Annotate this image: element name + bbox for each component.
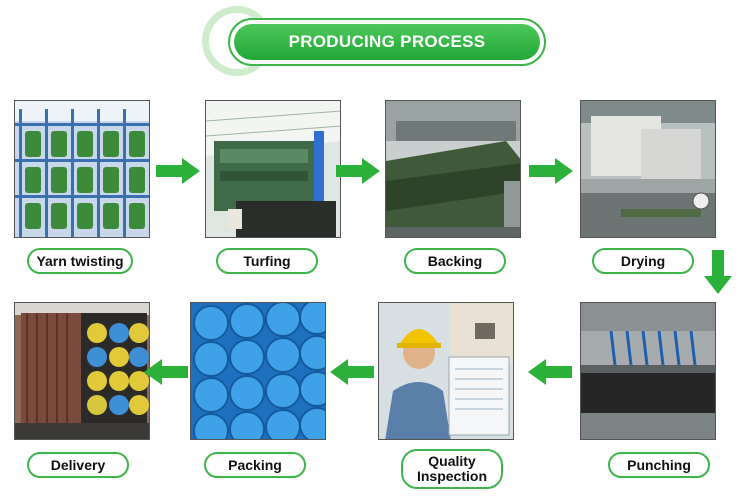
arrow-left-icon xyxy=(528,359,572,385)
label-turfing: Turfing xyxy=(216,248,318,274)
arrow-down-icon xyxy=(704,250,732,294)
photo-drying xyxy=(580,100,716,238)
label-quality-inspection: Quality Inspection xyxy=(401,449,503,489)
arrow-left-icon xyxy=(330,359,374,385)
photo-backing xyxy=(385,100,521,238)
photo-yarn-twisting xyxy=(14,100,150,238)
label-packing: Packing xyxy=(204,452,306,478)
photo-packing xyxy=(190,302,326,440)
photo-punching xyxy=(580,302,716,440)
arrow-right-icon xyxy=(336,158,380,184)
photo-quality-inspection xyxy=(378,302,514,440)
label-drying: Drying xyxy=(592,248,694,274)
title-banner: PRODUCING PROCESS xyxy=(202,4,552,76)
photo-delivery xyxy=(14,302,150,440)
label-backing: Backing xyxy=(404,248,506,274)
page-title: PRODUCING PROCESS xyxy=(288,32,486,51)
label-yarn-twisting: Yarn twisting xyxy=(27,248,133,274)
arrow-right-icon xyxy=(529,158,573,184)
arrow-right-icon xyxy=(156,158,200,184)
label-punching: Punching xyxy=(608,452,710,478)
label-delivery: Delivery xyxy=(27,452,129,478)
photo-turfing xyxy=(205,100,341,238)
title-pill: PRODUCING PROCESS xyxy=(228,18,546,66)
arrow-left-icon xyxy=(144,359,188,385)
